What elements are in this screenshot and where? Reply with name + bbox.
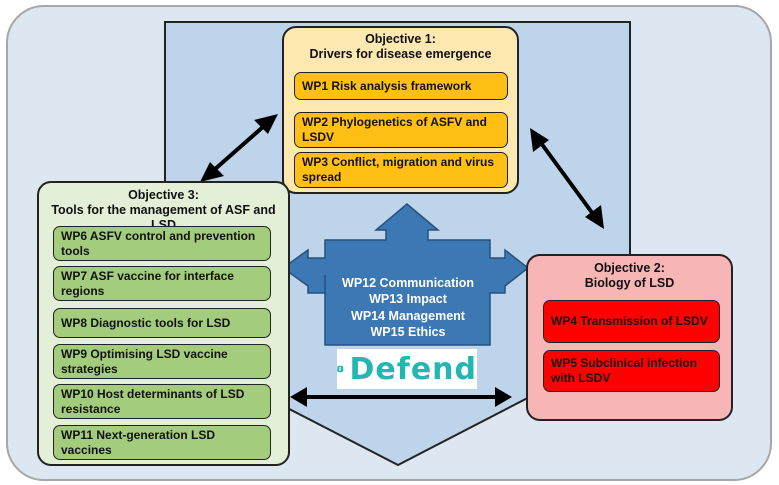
- objective-3-title: Objective 3:: [128, 188, 199, 202]
- wp15-label: WP15 Ethics: [370, 324, 446, 339]
- objective-1-title: Objective 1:: [365, 32, 436, 46]
- wp7-box: WP7 ASF vaccine for interface regions: [53, 266, 271, 301]
- objective-1-subtitle: Drivers for disease emergence: [309, 47, 492, 61]
- wp4-box: WP4 Transmission of LSDV: [543, 300, 720, 343]
- wp10-box: WP10 Host determinants of LSD resistance: [53, 384, 271, 419]
- objective-2-title: Objective 2:: [594, 261, 665, 275]
- wp1-box: WP1 Risk analysis framework: [294, 72, 508, 100]
- wp8-box: WP8 Diagnostic tools for LSD: [53, 308, 271, 338]
- wp6-box: WP6 ASFV control and prevention tools: [53, 226, 271, 261]
- wp14-label: WP14 Management: [351, 308, 465, 323]
- wp3-box: WP3 Conflict, migration and virus spread: [294, 152, 508, 188]
- central-workpackages: WP12 Communication WP13 Impact WP14 Mana…: [328, 275, 488, 340]
- wp12-label: WP12 Communication: [342, 276, 474, 290]
- objective-2-subtitle: Biology of LSD: [584, 276, 675, 290]
- central-blue-arrow: [281, 203, 530, 346]
- objective-2-box: Objective 2: Biology of LSD WP4 Transmis…: [526, 254, 733, 421]
- wp13-label: WP13 Impact: [369, 292, 447, 307]
- arrow-objective3-objective2: [290, 387, 512, 407]
- objective-1-box: Objective 1: Drivers for disease emergen…: [282, 26, 519, 194]
- wp11-box: WP11 Next-generation LSD vaccines: [53, 425, 271, 460]
- wp5-box: WP5 Subclinical infection with LSDV: [543, 350, 720, 392]
- defend-logo-text: Defend: [349, 351, 477, 387]
- defend-logo: Defend: [337, 349, 477, 389]
- arrow-objective1-objective3: [200, 114, 278, 182]
- wp9-box: WP9 Optimising LSD vaccine strategies: [53, 344, 271, 379]
- wp2-box: WP2 Phylogenetics of ASFV and LSDV: [294, 112, 508, 148]
- arrow-objective1-objective2: [530, 128, 604, 229]
- defend-logo-icon: [337, 365, 344, 373]
- objective-3-box: Objective 3: Tools for the management of…: [37, 181, 290, 466]
